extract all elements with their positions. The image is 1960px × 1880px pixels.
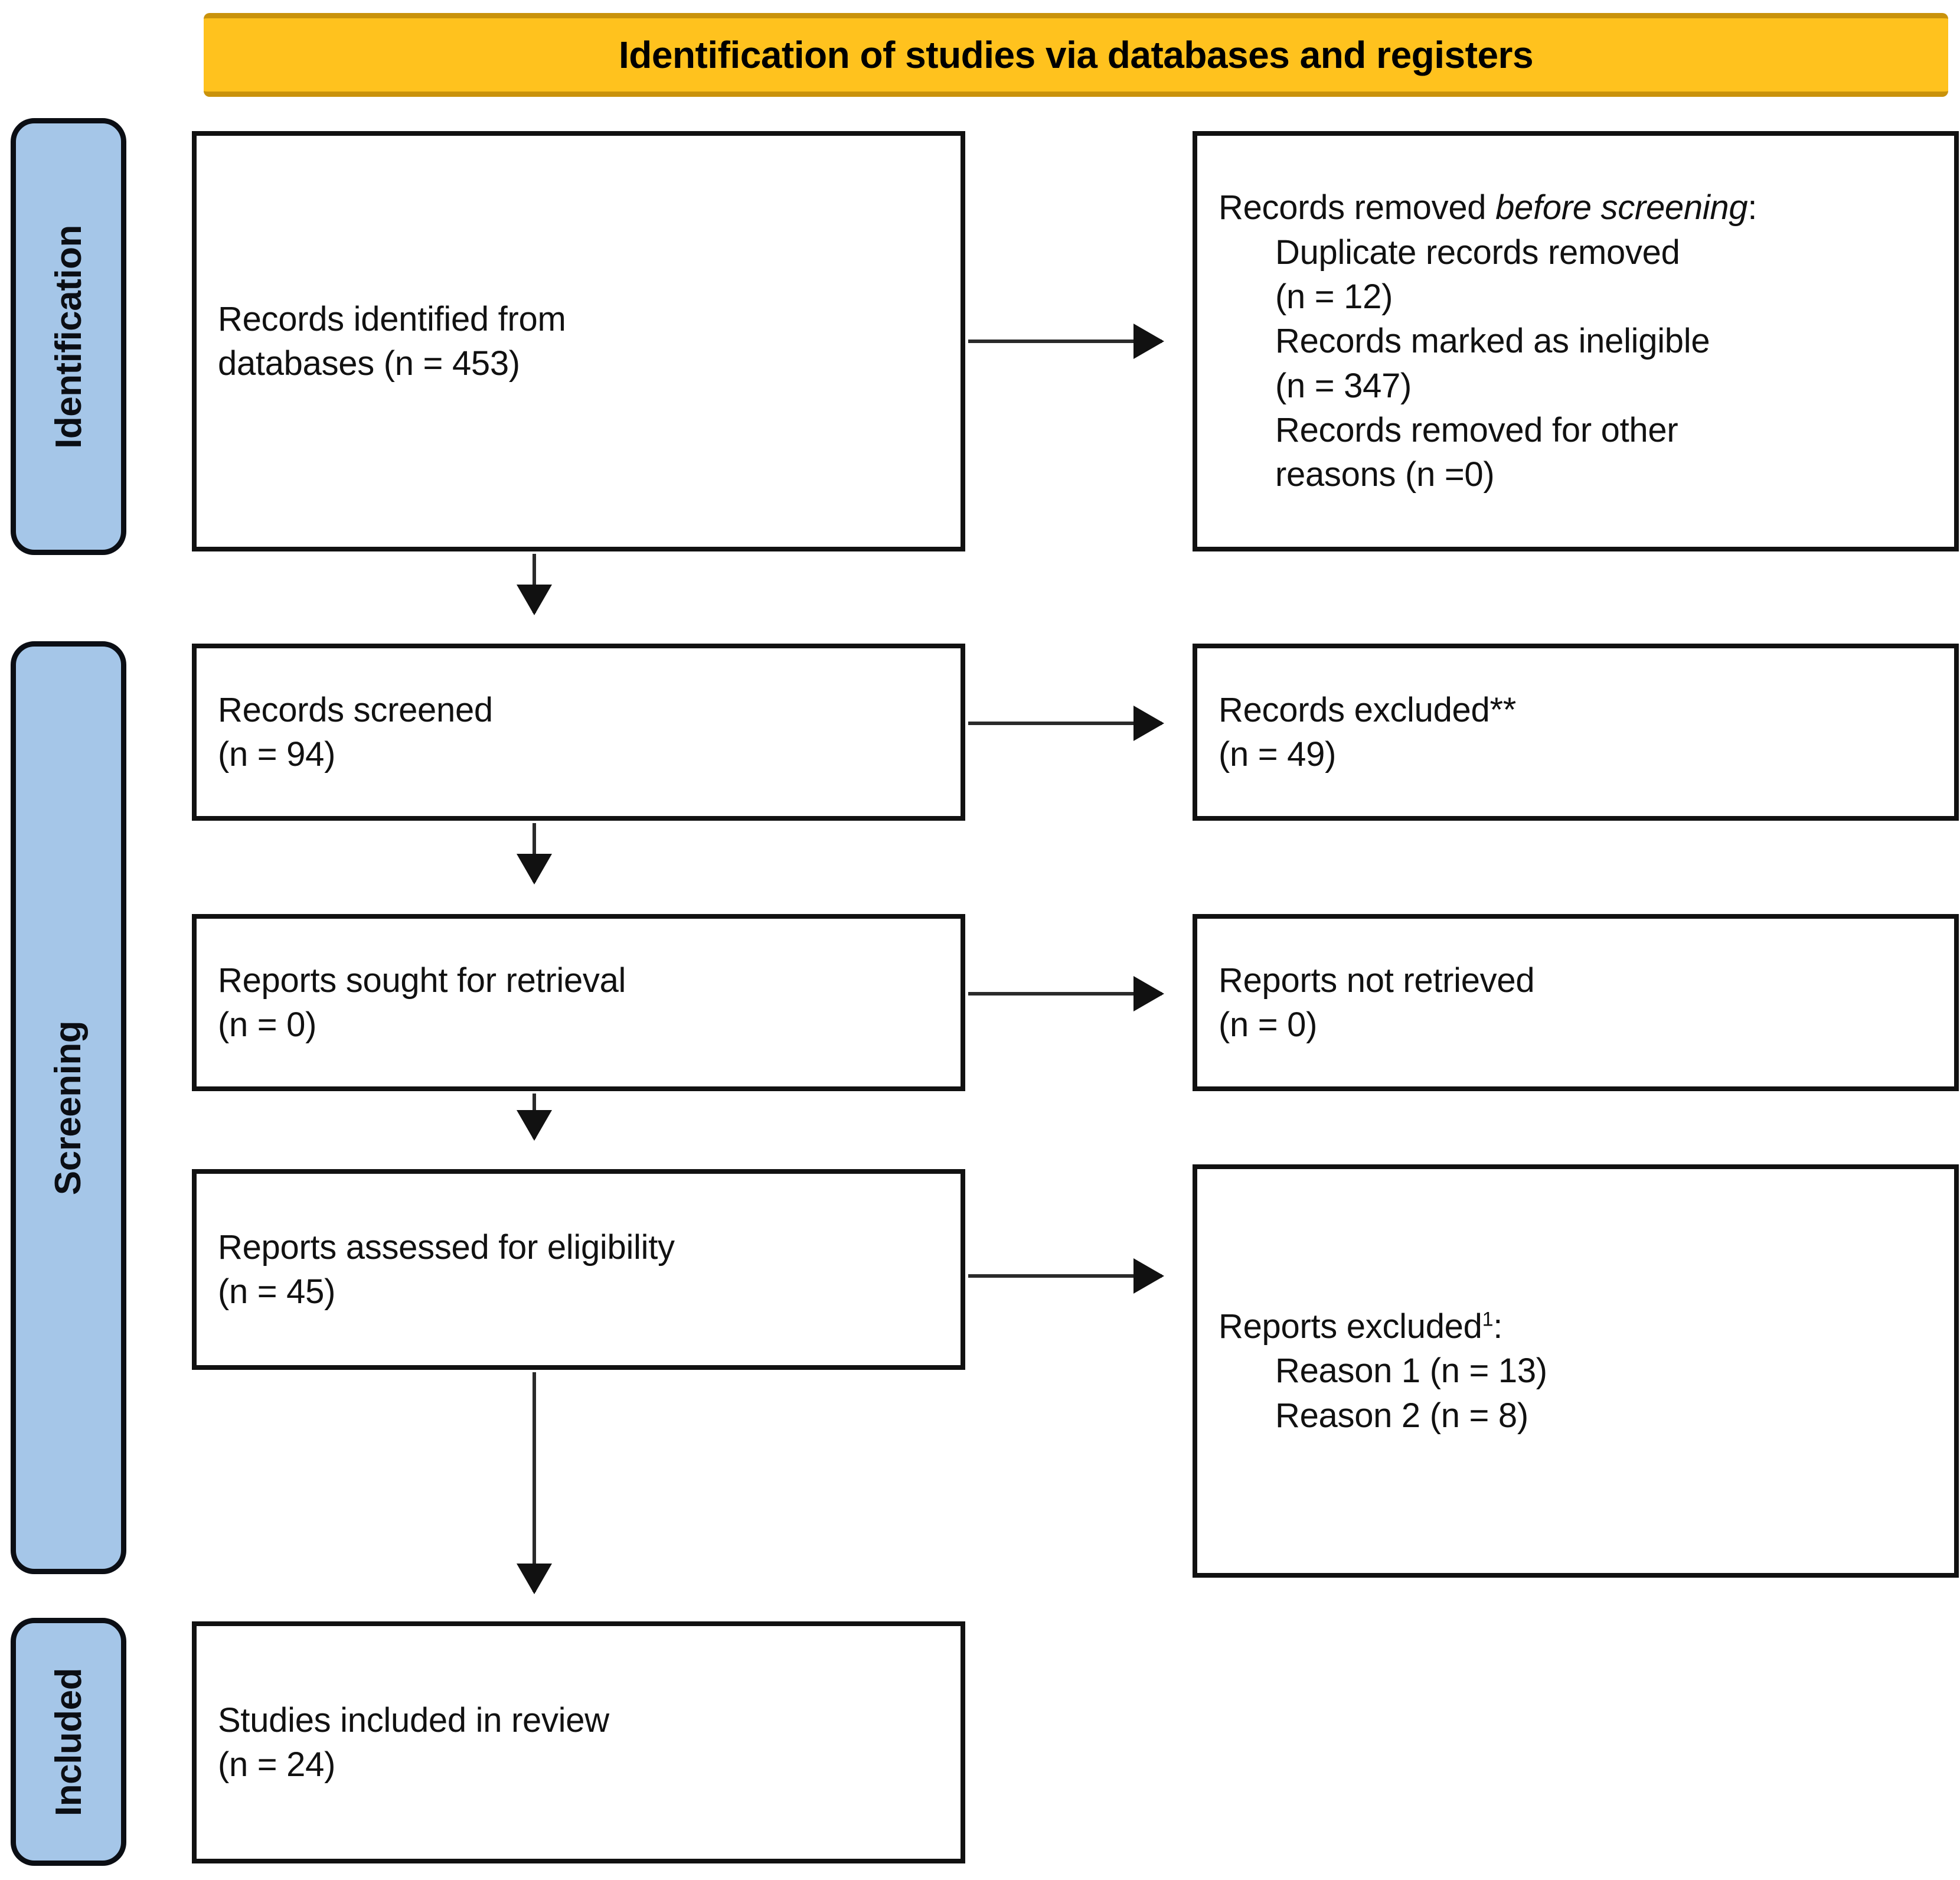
records-removed-emphasis: before screening (1495, 188, 1748, 227)
stage-label-screening: Screening (11, 641, 126, 1574)
arrow-screened-to-excluded-icon (968, 722, 1162, 725)
box-records-screened: Records screened (n = 94) (192, 644, 965, 821)
arrow-eligibility-to-reports-excluded-icon (968, 1274, 1162, 1278)
reports-excluded-lead: Reports excluded (1219, 1307, 1482, 1346)
box-studies-included-in-review: Studies included in review (n = 24) (192, 1621, 965, 1863)
box-reports-assessed-for-eligibility: Reports assessed for eligibility (n = 45… (192, 1169, 965, 1370)
box-records-removed-before-screening: Records removed before screening: Duplic… (1193, 131, 1959, 551)
duplicate-records-line2: (n = 12) (1275, 277, 1393, 316)
records-screened-line2: (n = 94) (218, 735, 336, 773)
stage-label-included: Included (11, 1618, 126, 1866)
duplicate-records-line1: Duplicate records removed (1275, 233, 1680, 272)
records-identified-line2: databases (n = 453) (218, 344, 520, 383)
reports-excluded-reason2: Reason 2 (n = 8) (1275, 1396, 1528, 1435)
records-removed-colon: : (1747, 188, 1758, 227)
other-reasons-line2: reasons (n =0) (1275, 455, 1495, 494)
box-reports-not-retrieved: Reports not retrieved (n = 0) (1193, 914, 1959, 1091)
reports-excluded-colon: : (1493, 1307, 1503, 1346)
stage-label-identification: Identification (11, 118, 126, 555)
box-reports-excluded: Reports excluded1: Reason 1 (n = 13) Rea… (1193, 1164, 1959, 1578)
records-screened-line1: Records screened (218, 690, 493, 729)
box-reports-sought-for-retrieval: Reports sought for retrieval (n = 0) (192, 914, 965, 1091)
ineligible-records-line1: Records marked as ineligible (1275, 322, 1710, 361)
stage-label-included-text: Included (48, 1667, 89, 1816)
reports-not-retrieved-line1: Reports not retrieved (1219, 961, 1535, 1000)
records-excluded-line1: Records excluded** (1219, 690, 1516, 729)
reports-sought-line2: (n = 0) (218, 1006, 317, 1044)
stage-label-identification-text: Identification (48, 224, 89, 449)
arrow-eligibility-to-included-icon (533, 1372, 536, 1592)
records-identified-line1: Records identified from (218, 299, 566, 338)
diagram-header-banner: Identification of studies via databases … (204, 13, 1948, 97)
arrow-sought-to-eligibility-icon (533, 1094, 536, 1138)
studies-included-line2: (n = 24) (218, 1745, 336, 1784)
arrow-screened-to-sought-icon (533, 823, 536, 882)
page-title: Identification of studies via databases … (618, 33, 1534, 76)
arrow-identified-to-removed-icon (968, 340, 1162, 343)
records-removed-heading: Records removed before screening: (1219, 185, 1933, 230)
reports-assessed-line2: (n = 45) (218, 1272, 336, 1311)
records-excluded-line2: (n = 49) (1219, 735, 1337, 773)
box-records-excluded: Records excluded** (n = 49) (1193, 644, 1959, 821)
ineligible-records-line2: (n = 347) (1275, 366, 1412, 405)
box-records-identified: Records identified from databases (n = 4… (192, 131, 965, 551)
reports-excluded-superscript: 1 (1482, 1308, 1494, 1331)
arrow-sought-to-not-retrieved-icon (968, 992, 1162, 996)
reports-excluded-heading: Reports excluded1: (1219, 1304, 1933, 1349)
studies-included-line1: Studies included in review (218, 1701, 609, 1739)
reports-sought-line1: Reports sought for retrieval (218, 961, 626, 1000)
reports-not-retrieved-line2: (n = 0) (1219, 1006, 1318, 1044)
stage-label-screening-text: Screening (48, 1020, 89, 1195)
arrow-identified-to-screened-icon (533, 554, 536, 613)
records-removed-lead: Records removed (1219, 188, 1496, 227)
other-reasons-line1: Records removed for other (1275, 411, 1678, 450)
reports-excluded-reason1: Reason 1 (n = 13) (1275, 1352, 1547, 1391)
reports-assessed-line1: Reports assessed for eligibility (218, 1228, 675, 1267)
